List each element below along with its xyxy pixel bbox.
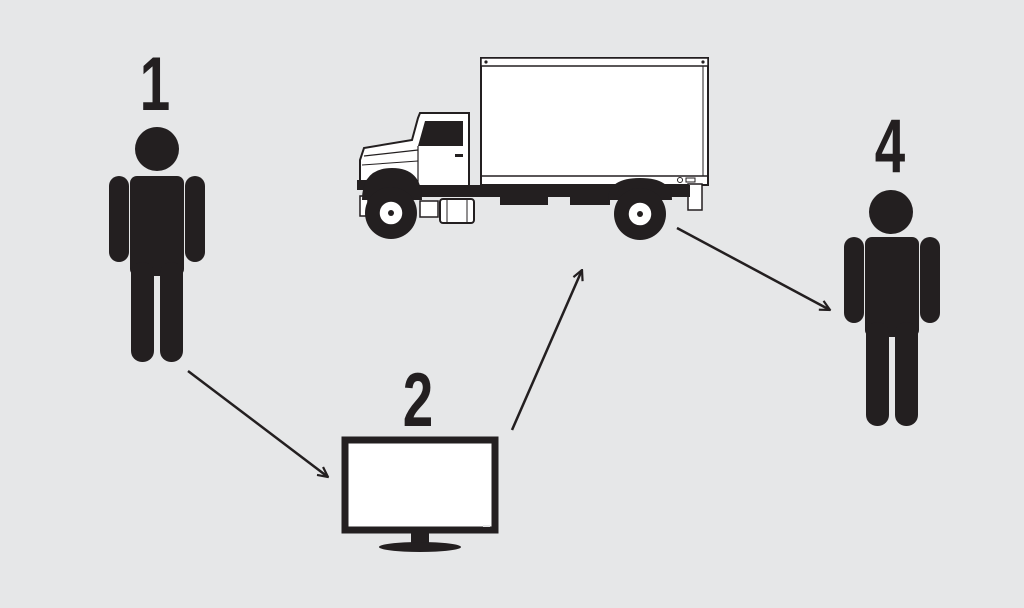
arrow-2-to-3 (510, 270, 582, 431)
arrow-1-to-2 (187, 370, 328, 477)
computer-monitor-icon (341, 436, 499, 552)
person-icon (844, 190, 940, 426)
step-2-label: 2 (403, 358, 433, 443)
step-1-label: 1 (140, 42, 170, 127)
step-4-label: 4 (875, 104, 906, 189)
person-icon (109, 127, 205, 362)
arrow-3-to-4 (676, 226, 830, 310)
box-truck-icon (357, 57, 709, 240)
